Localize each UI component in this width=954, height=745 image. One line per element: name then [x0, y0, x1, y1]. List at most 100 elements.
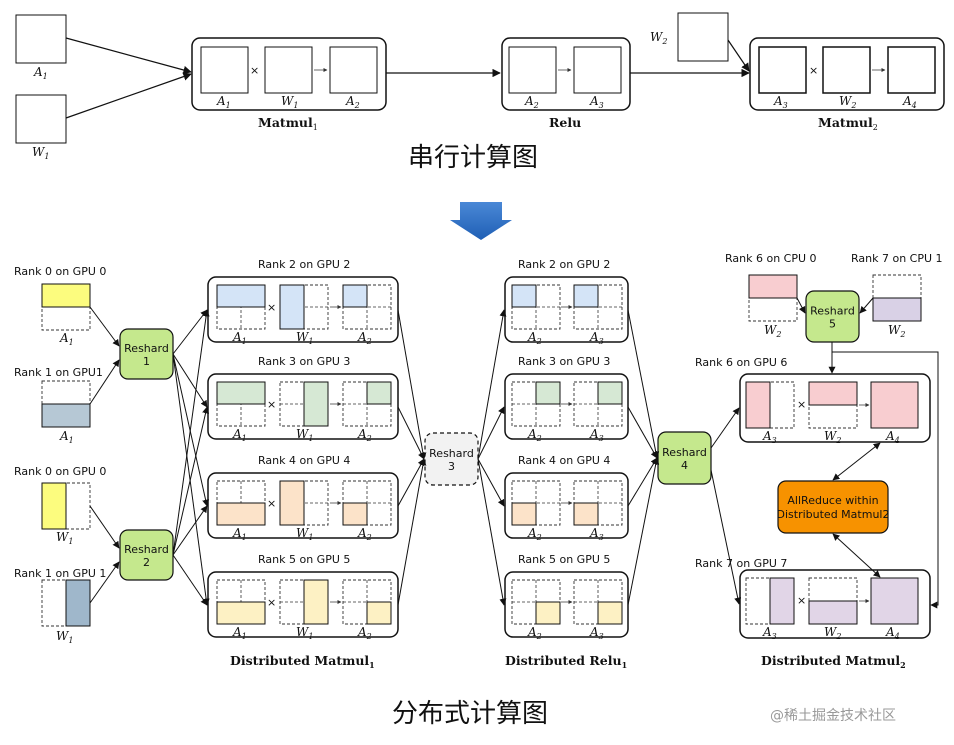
input-tensor-label: W1	[56, 530, 73, 546]
input-rank-label: Rank 0 on GPU 0	[14, 265, 106, 278]
edge-arrow	[627, 457, 658, 507]
matmul1-rank-4: Rank 4 on GPU 4 × A1 W1 A2	[207, 454, 399, 542]
edge-arrow	[89, 359, 120, 405]
operand-label: A3	[762, 625, 777, 641]
transform-arrow-icon	[450, 202, 512, 240]
input-tile-5: Rank 7 on CPU 1 W2	[851, 252, 943, 339]
serial-matmul2-op0: A3	[773, 94, 788, 110]
reshard-label: Reshard	[662, 446, 707, 459]
serial-matmul2-caption: Matmul2	[818, 115, 878, 132]
serial-matmul1-caption: Matmul1	[258, 115, 318, 132]
distributed-title: 分布式计算图	[392, 699, 548, 729]
edge-arrow	[477, 406, 505, 460]
operand-label: A3	[589, 526, 604, 542]
operand-label: A2	[357, 330, 372, 346]
edge-arrow	[172, 554, 208, 606]
svg-text:×: ×	[797, 594, 806, 607]
reshard-label: Reshard	[124, 543, 169, 556]
operand-label: A1	[232, 330, 247, 346]
serial-graph: A1 W1 W2 × A1 W1 A2 Matmul1 A2 A3 Relu ×…	[15, 12, 945, 173]
edge-arrow	[477, 309, 507, 460]
edge-arrow	[627, 309, 660, 459]
operand-label: A3	[589, 427, 604, 443]
relu-caption: Distributed Relu1	[505, 653, 627, 670]
rank-label: Rank 7 on GPU 7	[695, 557, 787, 570]
serial-input-w1-label: W1	[32, 145, 49, 161]
edge-arrow	[710, 469, 742, 605]
allreduce-label-line2: Distributed Matmul2	[777, 508, 890, 521]
reshard-label: Reshard	[429, 447, 474, 460]
svg-text:×: ×	[267, 497, 276, 510]
operand-label: W1	[296, 526, 313, 542]
input-tensor-label: W2	[888, 323, 905, 339]
edge-arrow	[397, 309, 427, 460]
operand-label: W2	[824, 625, 841, 641]
operand-label: A2	[357, 625, 372, 641]
rank-label: Rank 3 on GPU 3	[258, 355, 350, 368]
edge-arrow	[859, 297, 874, 314]
svg-text:×: ×	[267, 398, 276, 411]
reshard-label: Reshard	[810, 305, 855, 318]
rank-label: Rank 4 on GPU 4	[258, 454, 350, 467]
operand-label: W1	[296, 625, 313, 641]
serial-input-w2-box	[677, 12, 729, 62]
matmul1-caption: Distributed Matmul1	[230, 653, 375, 670]
watermark: @稀土掘金技术社区	[770, 708, 896, 724]
operand-label: A3	[762, 429, 777, 445]
edge-arrow	[796, 297, 806, 314]
input-rank-label: Rank 1 on GPU1	[14, 366, 103, 379]
rank-label: Rank 4 on GPU 4	[518, 454, 610, 467]
allreduce-edge	[832, 533, 881, 578]
input-tensor-label: W1	[56, 629, 73, 645]
edge-arrow	[172, 505, 208, 556]
operand-label: W1	[296, 330, 313, 346]
allreduce-edge	[832, 442, 881, 481]
rank-label: Rank 5 on GPU 5	[518, 553, 610, 566]
serial-relu-op1: A3	[589, 94, 604, 110]
edge-arrow	[477, 458, 505, 507]
reshard-number: 3	[448, 460, 455, 473]
svg-text:×: ×	[250, 64, 259, 77]
edge-arrow	[89, 505, 120, 549]
edge-arrow	[89, 306, 120, 347]
input-tile-3: Rank 1 on GPU 1 W1	[14, 567, 106, 645]
rank-label: Rank 3 on GPU 3	[518, 355, 610, 368]
operand-label: A3	[589, 330, 604, 346]
edge-arrow	[172, 353, 208, 408]
edge-arrow	[172, 406, 210, 556]
operand-label: A1	[232, 526, 247, 542]
operand-label: A1	[232, 427, 247, 443]
relu-rank-3: Rank 3 on GPU 3 A2 A3	[504, 355, 629, 443]
serial-relu-caption: Relu	[549, 115, 581, 130]
serial-input-w1-box	[15, 94, 67, 144]
input-rank-label: Rank 0 on GPU 0	[14, 465, 106, 478]
operand-label: A2	[527, 427, 542, 443]
reshard-label: Reshard	[124, 342, 169, 355]
edge-arrow	[397, 458, 427, 606]
serial-matmul2-op2: A4	[902, 94, 917, 110]
operand-label: W2	[824, 429, 841, 445]
rank-label: Rank 2 on GPU 2	[258, 258, 350, 271]
input-rank-label: Rank 7 on CPU 1	[851, 252, 943, 265]
svg-text:×: ×	[797, 398, 806, 411]
operand-label: A2	[357, 526, 372, 542]
reshard-number: 4	[681, 459, 688, 472]
rank-label: Rank 2 on GPU 2	[518, 258, 610, 271]
input-rank-label: Rank 1 on GPU 1	[14, 567, 106, 580]
rank-label: Rank 5 on GPU 5	[258, 553, 350, 566]
serial-matmul1-op2: A2	[345, 94, 360, 110]
operand-label: W1	[296, 427, 313, 443]
